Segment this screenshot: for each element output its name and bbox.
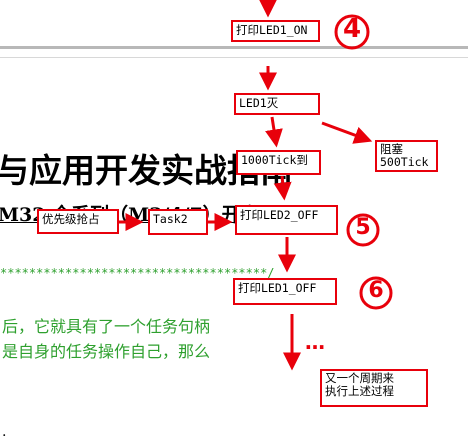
body-text-line-2: 是自身的任务操作自己，那么 (2, 342, 211, 361)
arrow-to-tick (265, 116, 283, 148)
step-6-circle (359, 276, 393, 310)
annotation-block-500tick: 阻塞 500Tick (375, 140, 438, 172)
body-text-line-1: 后，它就具有了一个任务句柄 (2, 317, 211, 336)
annotation-task2: Task2 (148, 209, 208, 235)
bottom-text-fragment: . (2, 424, 7, 440)
annotation-next-cycle: 又一个周期来 执行上述过程 (320, 369, 428, 407)
header-rule-shadow (0, 57, 468, 58)
step-5-circle (346, 213, 380, 247)
step-4-circle (334, 14, 370, 50)
header-rule (0, 46, 468, 49)
step-4-number: 4 (342, 14, 362, 44)
annotation-print-led1-on: 打印LED1_ON (231, 20, 320, 42)
annotation-print-led1-off: 打印LED1_OFF (233, 278, 337, 305)
step-6-number: 6 (368, 278, 384, 303)
annotation-1000tick: 1000Tick到 (236, 150, 321, 175)
code-comment-stars: *************************************/ (0, 266, 275, 280)
annotation-print-led2-off: 打印LED2_OFF (235, 205, 338, 235)
step-5-number: 5 (355, 215, 371, 240)
arrow-to-block (321, 121, 373, 144)
annotation-led1-on: LED1灭 (234, 93, 320, 115)
annotation-priority-preempt: 优先级抢占 (37, 209, 119, 234)
arrow-to-led2 (273, 175, 292, 201)
ellipsis-mark: … (305, 330, 325, 354)
